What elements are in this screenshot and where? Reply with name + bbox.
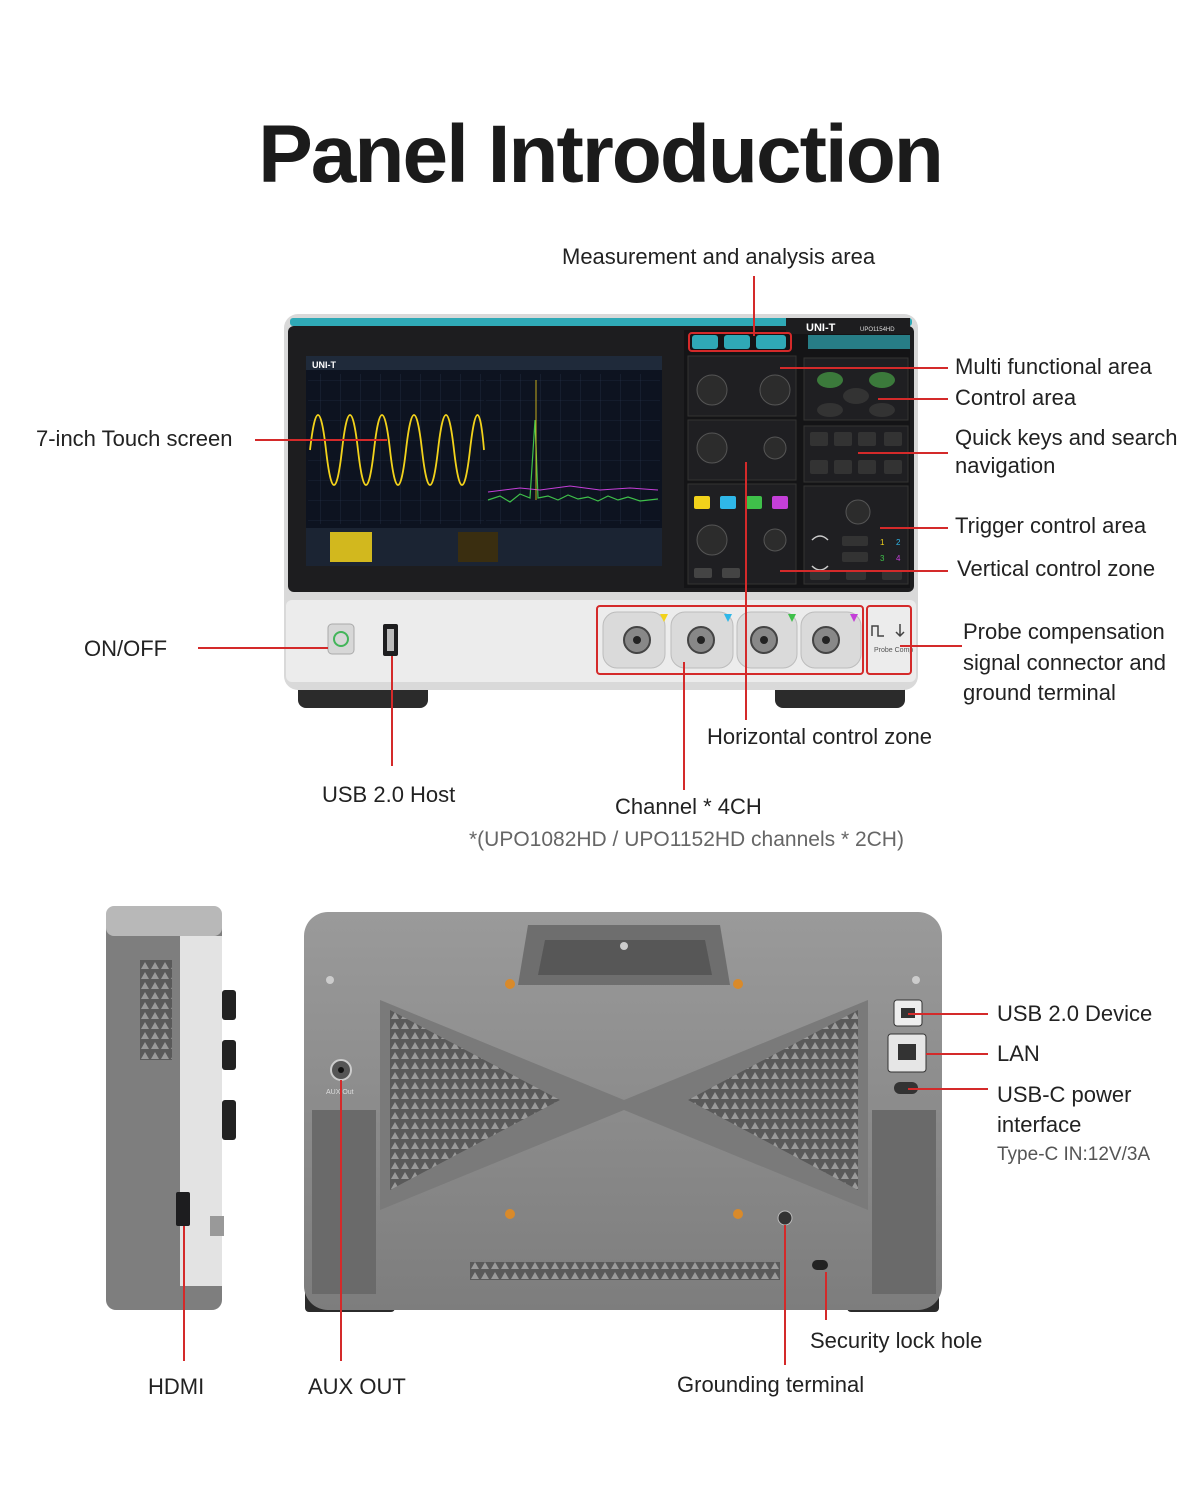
model-label: UPO1154HD	[860, 327, 895, 333]
callout-box-channels	[596, 605, 864, 675]
fft-spectrum	[487, 419, 659, 503]
label-hdmi: HDMI	[148, 1374, 205, 1399]
front-device: UNI-T UNI-T UPO1154HD	[284, 314, 918, 708]
brand-logo: UNI-T	[806, 322, 836, 334]
label-lan: LAN	[997, 1041, 1040, 1066]
callout-line-onoff	[198, 647, 328, 649]
label-touchscreen: 7-inch Touch screen	[36, 426, 233, 451]
ch1-waveform	[309, 414, 485, 486]
callout-line-touchscreen	[255, 439, 387, 441]
knob-a[interactable]	[696, 374, 728, 406]
label-channel-note: *(UPO1082HD / UPO1152HD channels * 2CH)	[469, 828, 904, 851]
label-usbhost: USB 2.0 Host	[322, 782, 456, 807]
label-auxout: AUX OUT	[308, 1374, 406, 1399]
horizontal-position-knob[interactable]	[763, 436, 787, 460]
label-quickkeys-1: Quick keys and search	[955, 425, 1178, 450]
svg-text:2: 2	[896, 538, 901, 547]
label-trigger: Trigger control area	[955, 513, 1147, 538]
callout-line-multifunction	[780, 367, 948, 369]
cursors-button[interactable]	[724, 335, 750, 349]
channel-inputs	[602, 611, 862, 669]
callout-box-measurement	[688, 332, 792, 352]
callout-line-vertical	[780, 570, 948, 572]
page-title: Panel Introduction	[258, 109, 944, 200]
label-control: Control area	[955, 385, 1077, 410]
callout-line-probe	[900, 645, 962, 647]
label-usbc-2: interface	[997, 1112, 1082, 1137]
label-measurement: Measurement and analysis area	[562, 244, 876, 269]
callout-line-grounding	[784, 1225, 786, 1365]
rear-body	[304, 912, 942, 1310]
callout-line-quickkeys	[858, 452, 948, 454]
label-multifunction: Multi functional area	[955, 354, 1152, 379]
callout-line-hdmi	[183, 1226, 185, 1361]
label-channel: Channel * 4CH	[615, 794, 762, 819]
label-horizontal: Horizontal control zone	[707, 724, 933, 749]
svg-text:UNI-T: UNI-T	[312, 360, 336, 370]
label-usbc-1: USB-C power	[997, 1082, 1132, 1107]
aux-port-text: AUX Out	[326, 1089, 354, 1096]
callout-line-usbdevice	[908, 1013, 988, 1015]
callout-line-control	[878, 398, 948, 400]
label-security: Security lock hole	[810, 1328, 983, 1353]
label-vertical: Vertical control zone	[957, 556, 1156, 581]
hdmi-port[interactable]	[176, 1192, 190, 1226]
vertical-position-knob[interactable]	[763, 528, 787, 552]
right-vent	[688, 1010, 858, 1190]
callout-line-security	[825, 1272, 827, 1320]
svg-text:4: 4	[896, 554, 901, 563]
label-usbc-spec: Type-C IN:12V/3A	[997, 1144, 1151, 1165]
callout-line-horizontal	[745, 462, 747, 720]
label-probe-3: ground terminal	[963, 680, 1116, 705]
usbc-power-port[interactable]	[894, 1082, 918, 1094]
callout-line-usbhost	[391, 656, 393, 766]
callout-box-probe	[866, 605, 912, 675]
left-vent	[390, 1010, 560, 1190]
measure-button[interactable]	[692, 335, 718, 349]
horizontal-scale-knob[interactable]	[696, 432, 728, 464]
label-grounding: Grounding terminal	[677, 1372, 865, 1397]
label-quickkeys-2: navigation	[955, 453, 1056, 478]
label-onoff: ON/OFF	[84, 636, 168, 661]
callout-line-measurement	[753, 276, 755, 336]
label-usbdevice: USB 2.0 Device	[997, 1001, 1153, 1026]
grounding-terminal[interactable]	[777, 1210, 793, 1226]
svg-text:1: 1	[880, 538, 885, 547]
callout-line-trigger	[880, 527, 948, 529]
label-probe-2: signal connector and	[963, 650, 1167, 675]
trigger-level-knob[interactable]	[845, 499, 871, 525]
side-device	[106, 906, 236, 1310]
knob-b[interactable]	[759, 374, 791, 406]
power-button[interactable]	[327, 623, 355, 655]
svg-text:3: 3	[880, 554, 885, 563]
callout-line-lan	[926, 1053, 988, 1055]
label-probe-1: Probe compensation	[963, 619, 1165, 644]
rear-device: AUX Out	[304, 912, 942, 1312]
callout-line-channels	[683, 662, 685, 790]
vertical-scale-knob[interactable]	[696, 524, 728, 556]
probe-comp-text: Probe Comp	[874, 647, 913, 654]
analyze-button[interactable]	[756, 335, 786, 349]
security-lock-hole	[812, 1260, 828, 1270]
callout-line-usbc	[908, 1088, 988, 1090]
callout-line-auxout	[340, 1080, 342, 1361]
